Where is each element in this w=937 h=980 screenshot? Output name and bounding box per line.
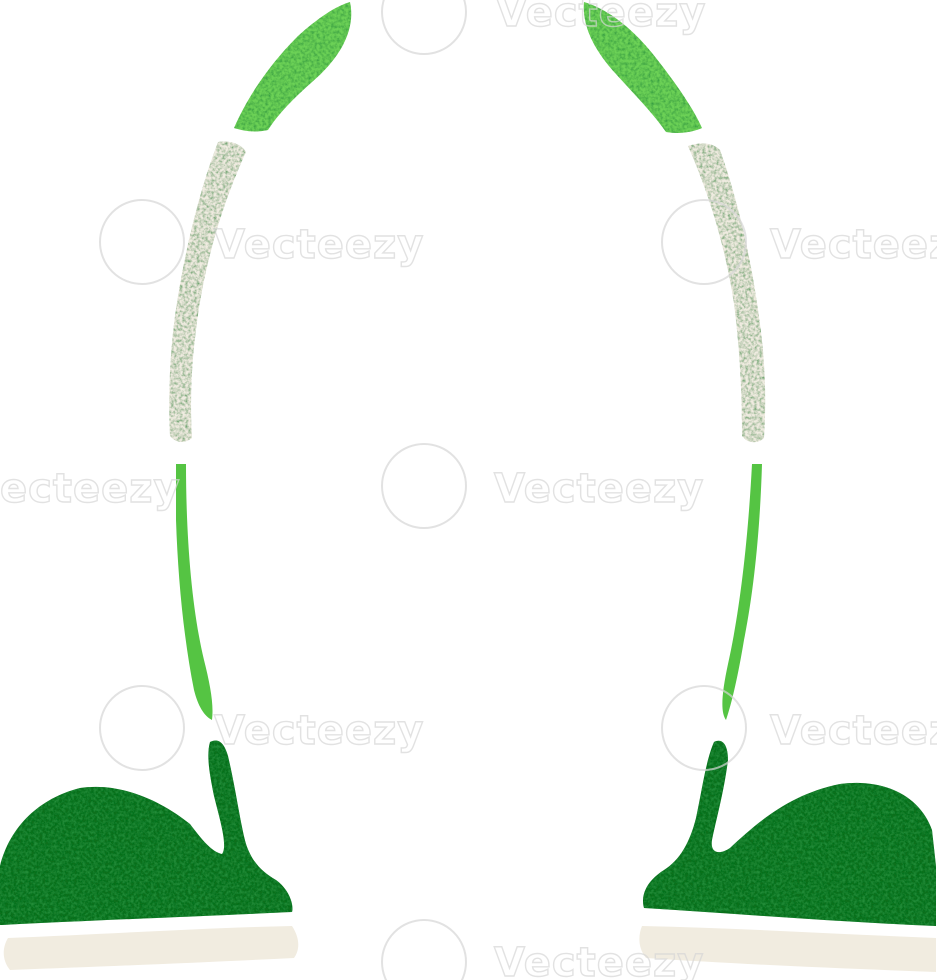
right-lower-sock [722, 464, 762, 720]
watermark-text: Vecteezy [494, 940, 704, 980]
watermark-text: Vecteezy [770, 222, 937, 268]
right-sole [639, 926, 936, 972]
right-leg [583, 2, 936, 972]
watermark-text: Vecteezy [496, 0, 706, 36]
watermark-logo-icon [99, 0, 747, 980]
left-trouser [169, 141, 246, 442]
left-leg [0, 2, 352, 970]
left-upper-sock [234, 2, 352, 132]
right-upper-sock [583, 2, 702, 133]
watermark-text: Vecteezy [494, 466, 704, 512]
right-trouser [688, 143, 766, 443]
right-shoe [642, 740, 936, 926]
left-sole [3, 926, 299, 970]
watermark-text: Vecteezy [214, 222, 424, 268]
watermark-text: Vecteezy [214, 708, 424, 754]
left-shoe [0, 740, 293, 925]
watermark-text: Vecteezy [770, 708, 937, 754]
watermark-text: ecteezy [0, 466, 181, 512]
left-lower-sock [176, 464, 213, 720]
